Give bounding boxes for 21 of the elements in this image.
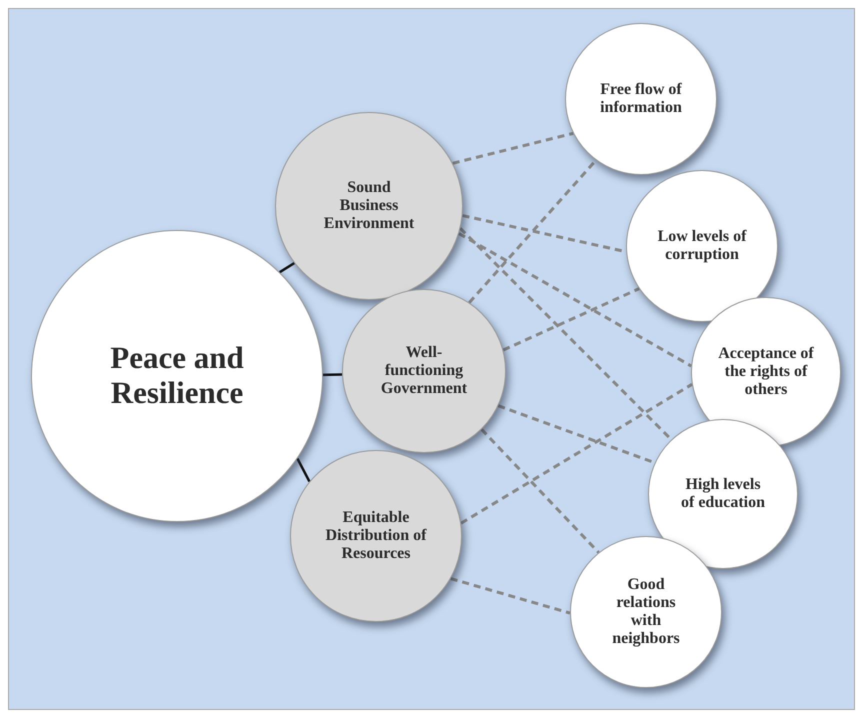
circle-label: Equitable Distribution of Resources <box>324 509 428 563</box>
dashed-connector <box>452 132 574 165</box>
dashed-connector <box>502 287 640 352</box>
circle-label: Acceptance of the rights of others <box>717 345 815 399</box>
dashed-connector <box>468 159 598 304</box>
connector-line <box>322 373 342 376</box>
connector-line <box>279 262 295 274</box>
circle-label: Well-functioning Government <box>380 344 468 398</box>
dashed-connector <box>450 577 570 615</box>
dashed-connector <box>480 428 600 554</box>
dashed-connector <box>460 383 693 525</box>
topic-circle <box>290 450 462 622</box>
circle-label: Good relations with neighbors <box>611 576 681 648</box>
circle-label: Sound Business Environment <box>322 179 416 233</box>
circle-label: Free flow of information <box>599 81 683 117</box>
circle-label: Low levels of corruption <box>656 228 748 264</box>
connector-line <box>296 458 311 482</box>
dashed-connector <box>459 227 672 441</box>
circle-label: High levels of education <box>680 476 766 512</box>
circle-label: Peace and Resilience <box>109 341 245 411</box>
dashed-connector <box>458 232 692 368</box>
